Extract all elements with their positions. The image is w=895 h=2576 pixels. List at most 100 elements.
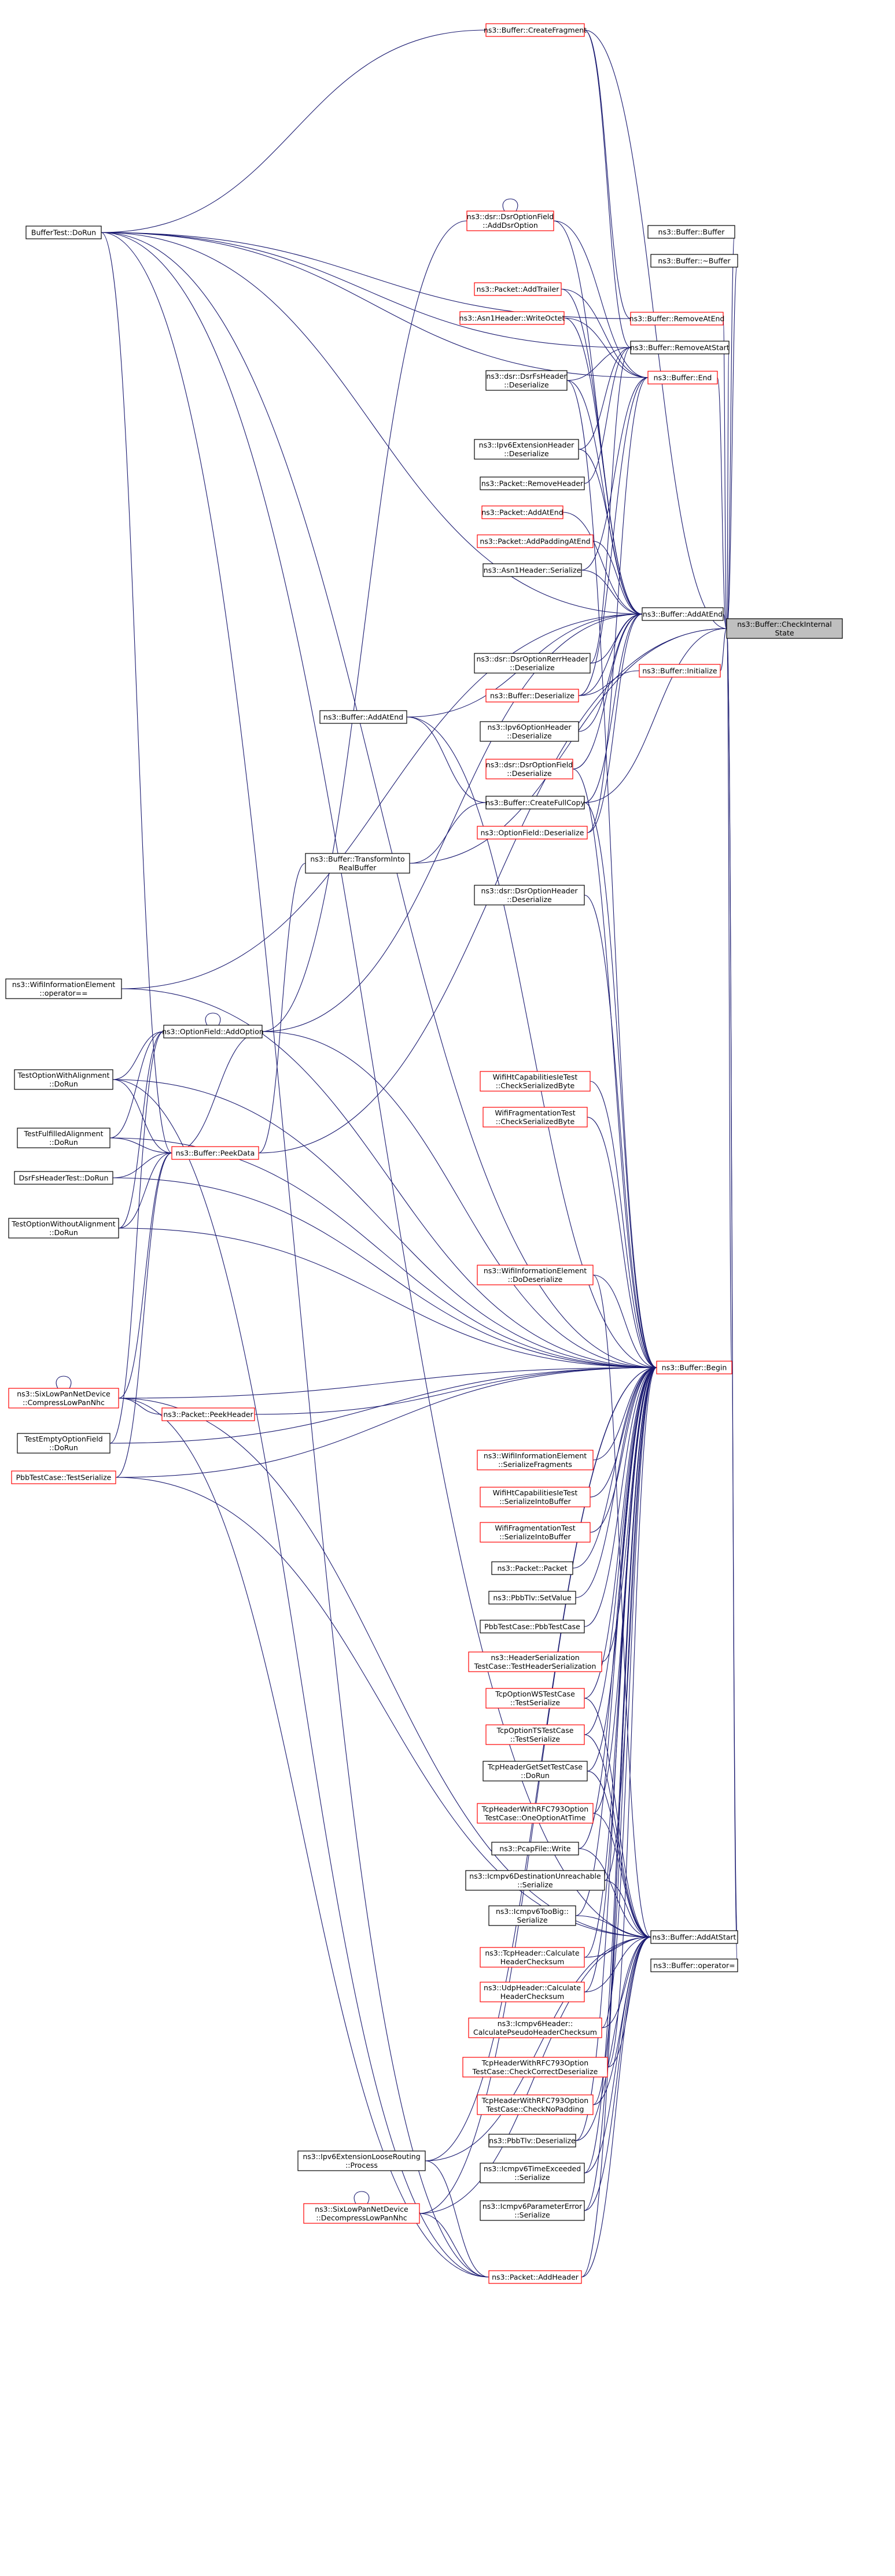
node-label: ns3::PbbTlv::Deserialize xyxy=(489,2137,576,2145)
edge-testOptWithoutAlign-to-optionFieldAdd xyxy=(118,1031,164,1229)
node-bufDtor[interactable]: ns3::Buffer::~Buffer xyxy=(650,254,738,268)
node-bufferDeserialize[interactable]: ns3::Buffer::Deserialize xyxy=(485,689,579,703)
node-createFragment[interactable]: ns3::Buffer::CreateFragment xyxy=(484,23,587,37)
node-wifiDoDeser[interactable]: ns3::WifiInformationElement::DoDeseriali… xyxy=(477,1265,594,1285)
node-box xyxy=(650,1958,738,1972)
node-dsrFsDeser[interactable]: ns3::dsr::DsrFsHeader::Deserialize xyxy=(485,370,568,391)
node-label: ::DoRun xyxy=(521,1771,550,1780)
node-pcapWrite[interactable]: ns3::PcapFile::Write xyxy=(491,1842,579,1856)
node-pbbTestSerialize[interactable]: PbbTestCase::TestSerialize xyxy=(11,1470,116,1484)
node-wifiSerFrag[interactable]: ns3::WifiInformationElement::SerializeFr… xyxy=(477,1450,594,1470)
node-label: ns3::Packet::AddAtEnd xyxy=(481,508,563,517)
node-box xyxy=(8,1218,119,1239)
node-packetAddAtEnd[interactable]: ns3::Packet::AddAtEnd xyxy=(481,505,563,519)
edge-tcpRfcNoPadding-to-bufferBegin xyxy=(592,1367,657,2105)
node-wifiFragSerInto[interactable]: WifiFragmentationTest::SerializeIntoBuff… xyxy=(480,1522,591,1543)
node-addAtEnd[interactable]: ns3::Buffer::AddAtEnd xyxy=(642,607,724,621)
node-ipv6OptDeser[interactable]: ns3::Ipv6OptionHeader::Deserialize xyxy=(480,721,579,742)
node-packetAddTrailer[interactable]: ns3::Packet::AddTrailer xyxy=(474,282,562,296)
edge-bufferDeserialize-to-addAtEnd xyxy=(578,613,643,696)
node-wifiHtSerInto[interactable]: WifiHtCapabilitiesIeTest::SerializeIntoB… xyxy=(480,1487,591,1507)
node-dsrRerrDeser[interactable]: ns3::dsr::DsrOptionRerrHeader::Deseriali… xyxy=(474,653,591,674)
node-headerSerTest[interactable]: ns3::HeaderSerializationTestCase::TestHe… xyxy=(468,1651,602,1672)
edge-bufferTestDoRun-to-peekData xyxy=(101,232,172,1154)
node-tcpHdrGetSet[interactable]: TcpHeaderGetSetTestCase::DoRun xyxy=(483,1761,588,1782)
node-label: TcpHeaderWithRFC793Option xyxy=(481,2058,588,2067)
node-box xyxy=(480,1522,591,1543)
node-tcpRfcNoPadding[interactable]: TcpHeaderWithRFC793OptionTestCase::Check… xyxy=(477,2094,594,2115)
node-optionFieldAdd[interactable]: ns3::OptionField::AddOption xyxy=(162,1025,264,1038)
node-packetPeekHeader[interactable]: ns3::Packet::PeekHeader xyxy=(161,1407,255,1421)
node-icmpv6DestUnreach[interactable]: ns3::Icmpv6DestinationUnreachable::Seria… xyxy=(465,1870,605,1891)
node-tcpRfcCorrectDeser[interactable]: TcpHeaderWithRFC793OptionTestCase::Check… xyxy=(462,2057,608,2078)
node-initialize[interactable]: ns3::Buffer::Initialize xyxy=(639,664,721,678)
node-removeAtEnd[interactable]: ns3::Buffer::RemoveAtEnd xyxy=(629,312,725,326)
node-testEmptyOpt[interactable]: TestEmptyOptionField::DoRun xyxy=(17,1433,111,1454)
node-ipv6ExtDeser[interactable]: ns3::Ipv6ExtensionHeader::Deserialize xyxy=(474,439,579,460)
node-label: ::DoRun xyxy=(49,1138,78,1147)
node-sixLowDecompress[interactable]: ns3::SixLowPanNetDevice::DecompressLowPa… xyxy=(303,2203,420,2224)
node-pbbTlvDeser[interactable]: ns3::PbbTlv::Deserialize xyxy=(488,2134,576,2148)
node-dsrOptHdrDeser[interactable]: ns3::dsr::DsrOptionHeader::Deserialize xyxy=(474,885,585,906)
edge-packetPeekHeader-to-bufferBegin xyxy=(254,1367,657,1415)
node-dsrOptFieldDeser[interactable]: ns3::dsr::DsrOptionField::Deserialize xyxy=(485,759,573,779)
node-bufEnd[interactable]: ns3::Buffer::End xyxy=(647,371,718,385)
node-wifiFragCheck[interactable]: WifiFragmentationTest::CheckSerializedBy… xyxy=(483,1107,588,1128)
node-icmpv6TimeExceeded[interactable]: ns3::Icmpv6TimeExceeded::Serialize xyxy=(480,2163,585,2183)
node-label: ns3::dsr::DsrOptionField xyxy=(486,760,573,769)
node-pbbTestCtor[interactable]: PbbTestCase::PbbTestCase xyxy=(480,1620,585,1633)
node-createFullCopy[interactable]: ns3::Buffer::CreateFullCopy xyxy=(485,796,585,810)
node-packetPacket[interactable]: ns3::Packet::Packet xyxy=(491,1561,573,1575)
edge-optionFieldAdd-to-dsrAddDsrOption xyxy=(261,220,467,1032)
node-bufferAddAtStart[interactable]: ns3::Buffer::AddAtStart xyxy=(650,1930,738,1944)
edge-sixLowCompress-to-sixLowCompress xyxy=(56,1376,72,1389)
edge-ipv6ExtDeser-to-removeAtStart xyxy=(578,347,631,450)
node-dsrAddDsrOption[interactable]: ns3::dsr::DsrOptionField::AddDsrOption xyxy=(466,210,554,231)
node-tcpOptionTS[interactable]: TcpOptionTSTestCase::TestSerialize xyxy=(485,1724,585,1745)
node-bufferBegin[interactable]: ns3::Buffer::Begin xyxy=(656,1361,732,1374)
node-sixLowCompress[interactable]: ns3::SixLowPanNetDevice::CompressLowPanN… xyxy=(8,1388,119,1409)
node-ipv6LooseRouting[interactable]: ns3::Ipv6ExtensionLooseRouting::Process xyxy=(297,2150,426,2171)
node-optionFieldDeser[interactable]: ns3::OptionField::Deserialize xyxy=(477,826,588,840)
node-label: ::operator== xyxy=(39,989,87,997)
node-icmpv6PseudoChecksum[interactable]: ns3::Icmpv6Header::CalculatePseudoHeader… xyxy=(468,2017,602,2038)
node-label: ns3::Buffer::RemoveAtStart xyxy=(630,343,730,352)
node-box xyxy=(14,1171,113,1185)
node-pbbTlvSetValue[interactable]: ns3::PbbTlv::SetValue xyxy=(488,1591,576,1605)
node-icmpv6ParamError[interactable]: ns3::Icmpv6ParameterError::Serialize xyxy=(480,2200,585,2221)
edge-wifiHtCapCheck-to-bufferBegin xyxy=(590,1081,657,1368)
node-packetRemoveHeader[interactable]: ns3::Packet::RemoveHeader xyxy=(480,476,585,490)
node-peekData[interactable]: ns3::Buffer::PeekData xyxy=(171,1146,259,1160)
node-packetAddPadding[interactable]: ns3::Packet::AddPaddingAtEnd xyxy=(477,534,594,548)
node-label: ::TestSerialize xyxy=(510,1735,560,1743)
edge-icmpv6PseudoChecksum-to-bufferAddAtStart xyxy=(601,1936,651,2028)
edge-sixLowCompress-to-bufferAddAtStart xyxy=(118,1398,651,1938)
node-asn1Serialize[interactable]: ns3::Asn1Header::Serialize xyxy=(483,563,582,577)
node-tcpRfcOneOpt[interactable]: TcpHeaderWithRFC793OptionTestCase::OneOp… xyxy=(477,1803,594,1824)
node-bufferOpAssign[interactable]: ns3::Buffer::operator= xyxy=(650,1958,738,1972)
edge-createFullCopy-to-addAtEnd xyxy=(584,613,643,803)
node-bufferTestDoRun[interactable]: BufferTest::DoRun xyxy=(25,226,102,239)
node-testOptWithoutAlign[interactable]: TestOptionWithoutAlignment::DoRun xyxy=(8,1218,119,1239)
node-tcpOptionWS[interactable]: TcpOptionWSTestCase::TestSerialize xyxy=(485,1688,585,1709)
node-packetAddHeader[interactable]: ns3::Packet::AddHeader xyxy=(488,2270,582,2284)
node-testOptWithAlign[interactable]: TestOptionWithAlignment::DoRun xyxy=(14,1069,113,1090)
node-bufferAddAtEnd[interactable]: ns3::Buffer::AddAtEnd xyxy=(319,710,407,724)
node-testFulfilledAlign[interactable]: TestFulfilledAlignment::DoRun xyxy=(17,1128,111,1148)
node-asn1WriteOctet[interactable]: ns3::Asn1Header::WriteOctet xyxy=(459,311,565,325)
node-wifiHtCapCheck[interactable]: WifiHtCapabilitiesIeTest::CheckSerialize… xyxy=(480,1071,591,1092)
node-dsrFsHeaderTest[interactable]: DsrFsHeaderTest::DoRun xyxy=(14,1171,113,1185)
node-removeAtStart[interactable]: ns3::Buffer::RemoveAtStart xyxy=(630,341,730,354)
node-box xyxy=(480,1071,591,1092)
node-wifiInfoOp[interactable]: ns3::WifiInformationElement::operator== xyxy=(5,978,122,999)
node-label: ::Serialize xyxy=(514,2173,550,2182)
node-box xyxy=(171,1146,259,1160)
node-label: TestCase::TestHeaderSerialization xyxy=(474,1662,596,1670)
node-icmpv6TooBig[interactable]: ns3::Icmpv6TooBig::Serialize xyxy=(488,1905,576,1926)
node-bufCtor[interactable]: ns3::Buffer::Buffer xyxy=(647,225,735,239)
node-box xyxy=(491,1561,573,1575)
